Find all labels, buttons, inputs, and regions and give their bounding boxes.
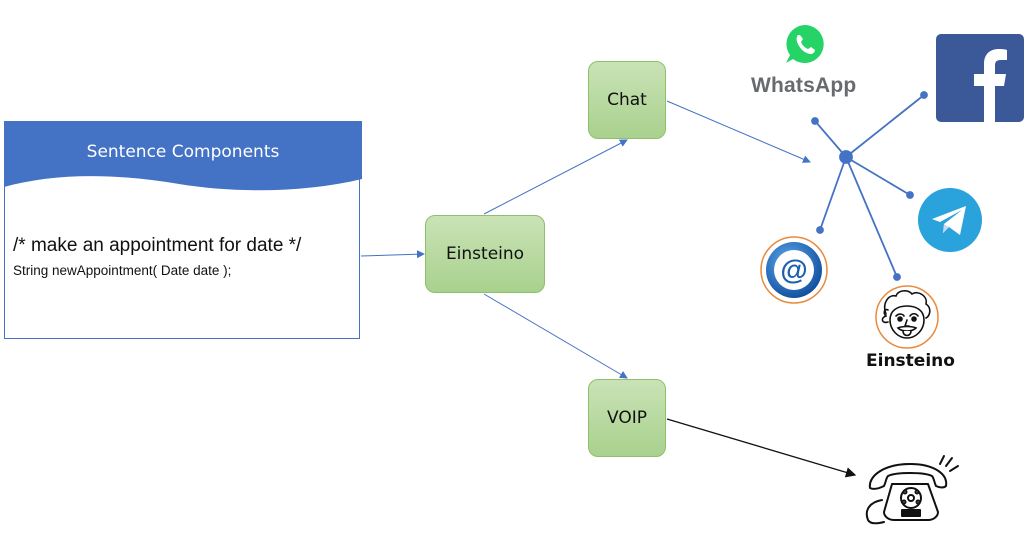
card-header bbox=[4, 121, 362, 191]
einsteino-label: Einsteino bbox=[866, 351, 955, 371]
arrow-einsteino-to-voip bbox=[483, 293, 628, 379]
node-chat: Chat bbox=[588, 61, 666, 139]
method-signature: String newAppointment( Date date ); bbox=[13, 263, 232, 278]
whatsapp-label: WhatsApp bbox=[751, 74, 857, 97]
email-icon: @ bbox=[760, 236, 828, 304]
code-comment: /* make an appointment for date */ bbox=[13, 235, 302, 256]
arrow-voip-to-telephone bbox=[666, 418, 857, 478]
sentence-components-card: Sentence Components /* make an appointme… bbox=[4, 121, 362, 339]
whatsapp-icon bbox=[786, 25, 824, 63]
card-title: Sentence Components bbox=[86, 142, 280, 162]
telegram-icon bbox=[918, 188, 982, 252]
node-einsteino: Einsteino bbox=[425, 215, 545, 293]
channel-hub bbox=[811, 91, 928, 281]
arrow-card-to-einsteino bbox=[360, 250, 425, 259]
arrow-einsteino-to-chat bbox=[483, 139, 628, 215]
arrow-chat-to-hub bbox=[666, 100, 811, 163]
node-voip: VOIP bbox=[588, 379, 666, 457]
einstein-icon bbox=[875, 285, 939, 349]
telephone-icon bbox=[865, 455, 959, 525]
svg-text:@: @ bbox=[780, 254, 807, 285]
facebook-icon bbox=[936, 34, 1024, 122]
